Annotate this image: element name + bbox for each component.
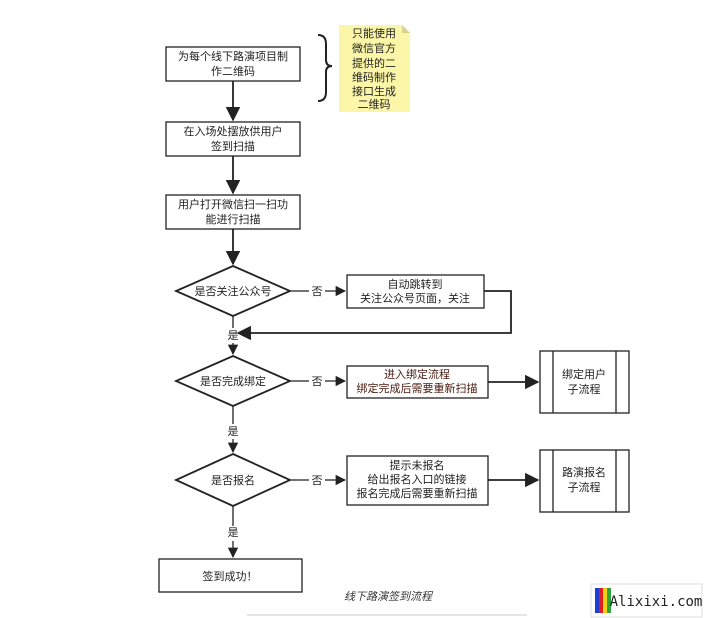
logo-stripe-yellow (603, 588, 607, 613)
step-signup-hint-line-3: 报名完成后需要重新扫描 (357, 486, 478, 500)
edge-label-bind-yes: 是 (228, 425, 239, 438)
site-logo: Alixixi.com (590, 583, 703, 618)
note-paper (339, 25, 410, 112)
note-qrcode-api: 只能使用 微信官方 提供的二 维码制作 接口生成 二维码 (339, 25, 410, 112)
edge-label-signup-yes: 是 (228, 526, 239, 539)
step-make-qrcode-line-2: 作二维码 (211, 65, 255, 78)
step-success-label: 签到成功！ (203, 569, 258, 583)
step-auto-jump-line-1: 自动跳转到 (388, 277, 443, 291)
step-auto-jump: 自动跳转到 关注公众号页面，关注 (346, 274, 485, 309)
step-make-qrcode-line-1: 为每个线下路演项目制 (178, 49, 288, 63)
note-line-3: 提供的二 (352, 56, 396, 70)
logo-stripe-green (607, 588, 611, 613)
decision-signup: 是否报名 (173, 453, 293, 507)
logo-stripe-red (599, 588, 603, 613)
decision-bind-label: 是否完成绑定 (200, 374, 266, 388)
subprocess-bind-user: 绑定用户 子流程 (539, 350, 630, 414)
note-line-1: 只能使用 (352, 26, 396, 40)
logo-stripe-blue (595, 588, 599, 613)
diagram-caption: 线下路演签到流程 (344, 590, 434, 603)
step-bind-flow-line-2: 绑定完成后需要重新扫描 (357, 381, 478, 395)
step-place-entry: 在入场处摆放供用户 签到扫描 (165, 121, 301, 157)
subprocess-bind-user-line-1: 绑定用户 (562, 367, 606, 381)
edge-label-follow-no: 否 (312, 285, 323, 298)
note-folded-corner (402, 25, 410, 33)
edge-label-follow-yes: 是 (228, 329, 239, 342)
subprocess-roadshow-signup: 路演报名 子流程 (539, 449, 630, 513)
logo-text: Alixixi.com (610, 594, 703, 610)
step-make-qrcode: 为每个线下路演项目制 作二维码 (165, 46, 301, 82)
step-user-scan-line-1: 用户打开微信扫一扫功 (178, 197, 288, 211)
step-signup-hint-line-1: 提示未报名 (390, 458, 445, 472)
note-line-5: 接口生成 (352, 84, 396, 98)
decision-follow-label: 是否关注公众号 (195, 284, 272, 298)
edge-auto-jump-return (236, 290, 512, 341)
step-bind-flow: 进入绑定流程 绑定完成后需要重新扫描 (346, 365, 489, 399)
subprocess-roadshow-signup-line-1: 路演报名 (562, 465, 606, 479)
step-signup-hint: 提示未报名 给出报名入口的链接 报名完成后需要重新扫描 (346, 455, 489, 506)
step-auto-jump-line-2: 关注公众号页面，关注 (360, 291, 470, 305)
step-bind-flow-line-1: 进入绑定流程 (384, 367, 450, 381)
decision-bind-complete: 是否完成绑定 (173, 355, 293, 407)
note-line-2: 微信官方 (352, 41, 396, 55)
edge-label-signup-no: 否 (312, 474, 323, 487)
note-line-6: 二维码 (358, 98, 391, 111)
note-line-4: 维码制作 (352, 71, 396, 84)
brace-connector (317, 34, 333, 102)
step-user-scan: 用户打开微信扫一扫功 能进行扫描 (165, 194, 301, 230)
decision-follow-account: 是否关注公众号 (173, 265, 293, 317)
step-place-entry-line-1: 在入场处摆放供用户 (184, 124, 283, 138)
step-success: 签到成功！ (158, 558, 303, 593)
decision-signup-label: 是否报名 (211, 473, 255, 487)
edge-label-bind-no: 否 (312, 375, 323, 388)
subprocess-bind-user-line-2: 子流程 (568, 382, 601, 396)
step-user-scan-line-2: 能进行扫描 (206, 212, 261, 226)
step-signup-hint-line-2: 给出报名入口的链接 (368, 472, 467, 486)
subprocess-roadshow-signup-line-2: 子流程 (568, 480, 601, 494)
step-place-entry-line-2: 签到扫描 (211, 139, 255, 153)
